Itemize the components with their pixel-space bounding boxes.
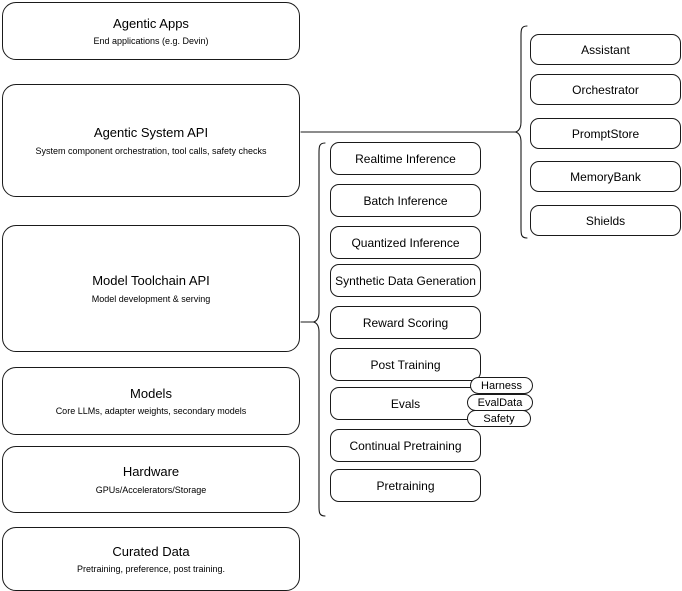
stack-layer-model-toolchain-api[interactable]: Model Toolchain API Model development & … (2, 225, 300, 352)
capability-reward-scoring[interactable]: Reward Scoring (330, 306, 481, 339)
stack-layer-agentic-system-api[interactable]: Agentic System API System component orch… (2, 84, 300, 197)
evals-subcomponent-evaldata[interactable]: EvalData (467, 394, 533, 411)
evals-subcomponent-harness[interactable]: Harness (470, 377, 533, 394)
system-component-shields[interactable]: Shields (530, 205, 681, 236)
stack-layer-curated-data[interactable]: Curated Data Pretraining, preference, po… (2, 527, 300, 591)
stack-layer-subtitle: Pretraining, preference, post training. (76, 564, 226, 575)
capability-pretraining[interactable]: Pretraining (330, 469, 481, 502)
stack-layer-title: Model Toolchain API (92, 273, 210, 289)
stack-layer-title: Curated Data (112, 543, 190, 559)
system-component-promptstore[interactable]: PromptStore (530, 118, 681, 149)
brace-system-components (514, 25, 528, 239)
stack-layer-title: Agentic System API (93, 125, 209, 141)
stack-layer-agentic-apps[interactable]: Agentic Apps End applications (e.g. Devi… (2, 2, 300, 60)
capability-quantized-inference[interactable]: Quantized Inference (330, 226, 481, 259)
stack-layer-title: Hardware (122, 464, 180, 480)
stack-layer-title: Models (130, 385, 172, 401)
capability-realtime-inference[interactable]: Realtime Inference (330, 142, 481, 175)
system-component-assistant[interactable]: Assistant (530, 34, 681, 65)
stack-layer-subtitle: System component orchestration, tool cal… (35, 145, 267, 156)
stack-layer-models[interactable]: Models Core LLMs, adapter weights, secon… (2, 367, 300, 435)
stack-layer-subtitle: End applications (e.g. Devin) (93, 36, 209, 47)
stack-layer-subtitle: Core LLMs, adapter weights, secondary mo… (55, 406, 247, 417)
stack-layer-subtitle: GPUs/Accelerators/Storage (95, 484, 207, 495)
evals-subcomponent-safety[interactable]: Safety (467, 410, 531, 427)
stack-layer-subtitle: Model development & serving (91, 293, 211, 304)
capability-evals[interactable]: Evals (330, 387, 481, 420)
stack-layer-title: Agentic Apps (113, 15, 189, 31)
capability-continual-pretraining[interactable]: Continual Pretraining (330, 429, 481, 462)
capability-batch-inference[interactable]: Batch Inference (330, 184, 481, 217)
stack-layer-hardware[interactable]: Hardware GPUs/Accelerators/Storage (2, 446, 300, 513)
capability-synthetic-data-generation[interactable]: Synthetic Data Generation (330, 264, 481, 297)
system-component-memorybank[interactable]: MemoryBank (530, 161, 681, 192)
capability-post-training[interactable]: Post Training (330, 348, 481, 381)
system-component-orchestrator[interactable]: Orchestrator (530, 74, 681, 105)
brace-toolchain-capabilities (312, 142, 326, 517)
